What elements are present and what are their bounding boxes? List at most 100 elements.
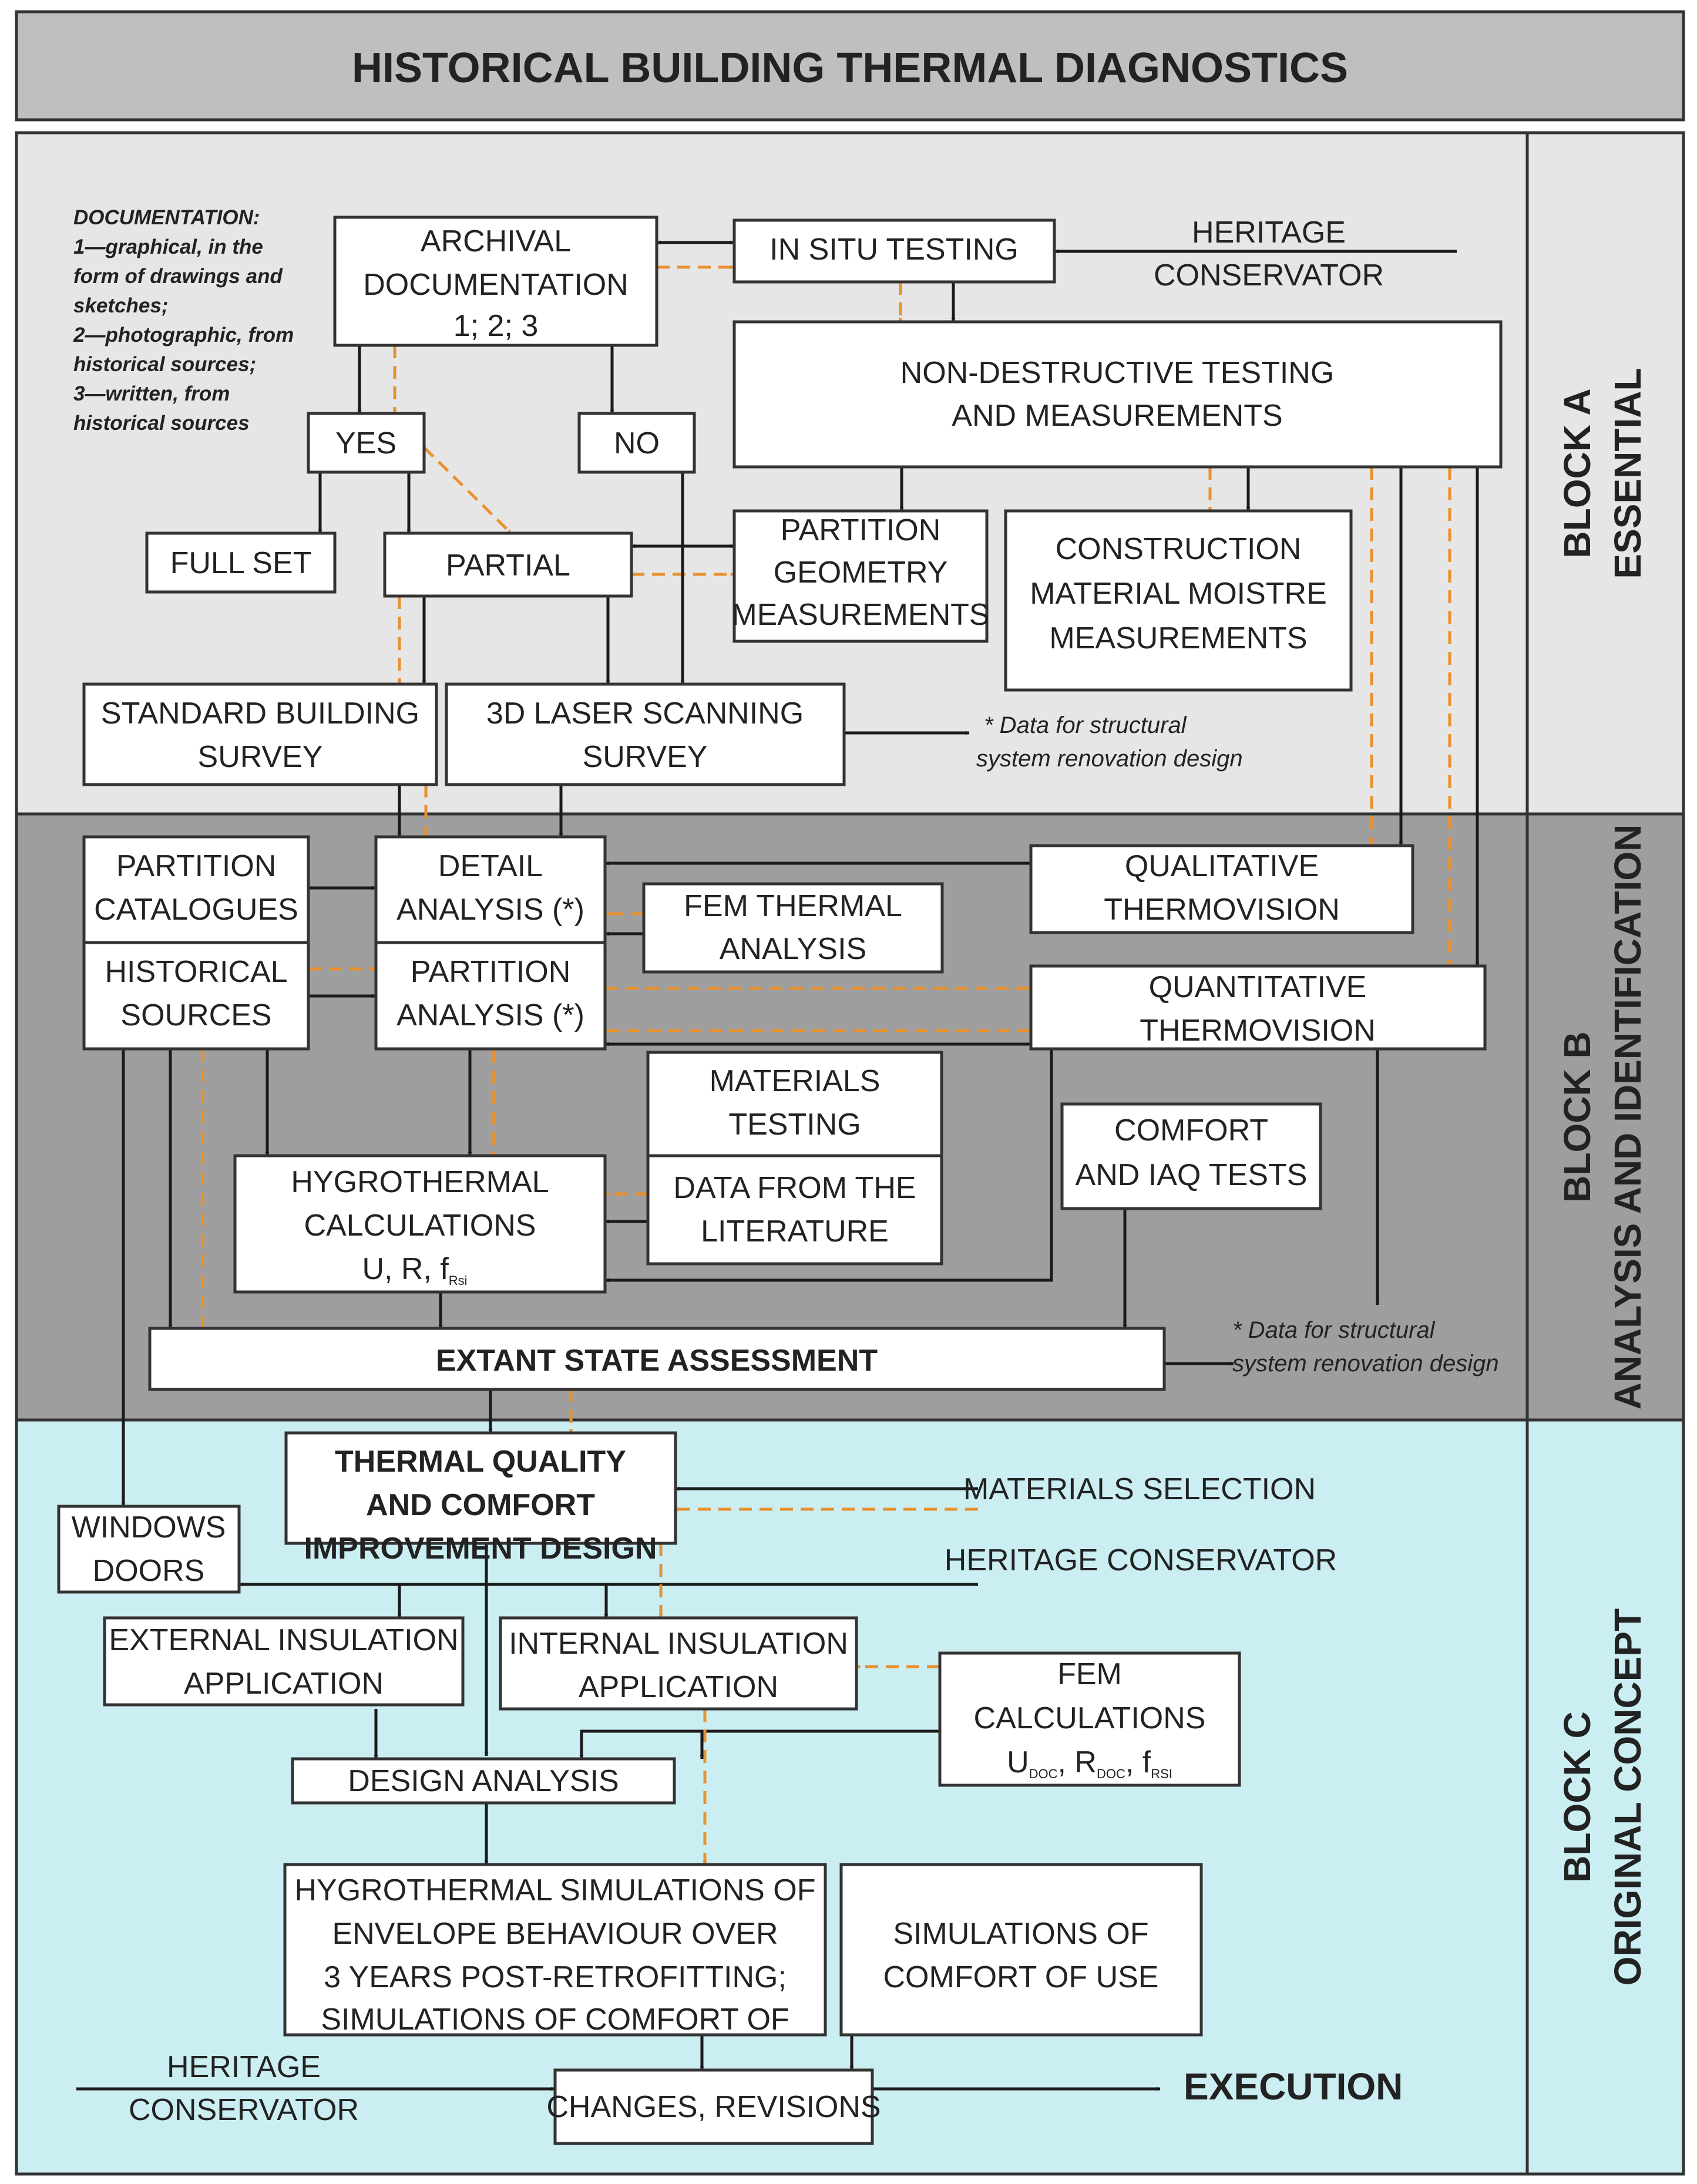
design-analysis-box: DESIGN ANALYSIS	[291, 1757, 676, 1805]
svg-text:ANALYSIS (*): ANALYSIS (*)	[396, 893, 584, 927]
svg-text:BLOCK A: BLOCK A	[1556, 388, 1598, 558]
svg-text:MEASUREMENTS: MEASUREMENTS	[731, 598, 989, 632]
svg-text:system renovation design: system renovation design	[1232, 1351, 1499, 1377]
svg-text:GEOMETRY: GEOMETRY	[774, 556, 948, 590]
svg-text:1—graphical, in the: 1—graphical, in the	[73, 235, 263, 258]
svg-text:MATERIAL MOISTRE: MATERIAL MOISTRE	[1030, 577, 1327, 611]
svg-text:IN SITU TESTING: IN SITU TESTING	[769, 233, 1019, 267]
svg-text:3—written, from: 3—written, from	[73, 382, 230, 405]
svg-text:NON-DESTRUCTIVE TESTING: NON-DESTRUCTIVE TESTING	[900, 356, 1335, 390]
structural-data-note-a: * Data for structural system renovation …	[976, 712, 1243, 772]
hygrothermal-formula: U, R, f	[362, 1252, 449, 1286]
block-c-label: BLOCK C ORIGINAL CONCEPT	[1556, 1608, 1649, 1986]
svg-text:UDOC, RDOC, fRSI: UDOC, RDOC, fRSI	[1007, 1745, 1172, 1781]
svg-text:THERMOVISION: THERMOVISION	[1140, 1014, 1376, 1048]
svg-text:PARTITION: PARTITION	[411, 955, 571, 989]
fem-formula-f: , f	[1125, 1745, 1151, 1779]
comfort-simulations-box: SIMULATIONS OF COMFORT OF USE	[839, 1863, 1203, 2037]
data-from-literature-box: DATA FROM THE LITERATURE	[646, 1154, 943, 1266]
hygrothermal-formula-subscript: Rsi	[449, 1273, 468, 1288]
svg-text:ANALYSIS AND IDENTIFICATION: ANALYSIS AND IDENTIFICATION	[1607, 825, 1649, 1410]
windows-doors-box: WINDOWS DOORS	[57, 1505, 241, 1594]
svg-text:CONSTRUCTION: CONSTRUCTION	[1056, 532, 1302, 566]
flow-connectors	[76, 240, 1480, 2091]
svg-text:SIMULATIONS OF: SIMULATIONS OF	[893, 1917, 1148, 1951]
svg-text:ANALYSIS (*): ANALYSIS (*)	[396, 998, 584, 1032]
svg-text:THERMAL QUALITY: THERMAL QUALITY	[335, 1445, 626, 1479]
svg-text:* Data for structural: * Data for structural	[984, 712, 1187, 738]
fem-formula-r: , R	[1058, 1745, 1097, 1779]
in-situ-testing-box: IN SITU TESTING	[732, 218, 1056, 284]
svg-text:ANALYSIS: ANALYSIS	[720, 932, 866, 966]
svg-text:QUALITATIVE: QUALITATIVE	[1125, 849, 1319, 883]
hygrothermal-simulations-box: HYGROTHERMAL SIMULATIONS OF ENVELOPE BEH…	[283, 1863, 827, 2037]
construction-moisture-box: CONSTRUCTION MATERIAL MOISTRE MEASUREMEN…	[1004, 509, 1353, 692]
svg-text:YES: YES	[335, 426, 396, 460]
no-box: NO	[577, 412, 696, 474]
partition-analysis-box: PARTITION ANALYSIS (*)	[374, 941, 607, 1051]
svg-text:1; 2; 3: 1; 2; 3	[453, 309, 539, 343]
svg-text:sketches;: sketches;	[73, 294, 168, 317]
svg-text:DETAIL: DETAIL	[438, 849, 543, 883]
svg-text:U, R, fRsi: U, R, fRsi	[362, 1252, 467, 1288]
internal-insulation-box: INTERNAL INSULATION APPLICATION	[499, 1616, 858, 1711]
svg-text:TESTING: TESTING	[728, 1108, 861, 1142]
svg-text:2—photographic, from: 2—photographic, from	[73, 324, 294, 346]
svg-text:DOCUMENTATION:: DOCUMENTATION:	[73, 206, 260, 229]
svg-text:STANDARD BUILDING: STANDARD BUILDING	[101, 696, 419, 731]
svg-text:QUANTITATIVE: QUANTITATIVE	[1149, 970, 1367, 1004]
documentation-legend: DOCUMENTATION: 1—graphical, in the form …	[73, 206, 294, 435]
laser-scanning-survey-box: 3D LASER SCANNING SURVEY	[445, 682, 846, 786]
svg-text:ORIGINAL CONCEPT: ORIGINAL CONCEPT	[1607, 1608, 1649, 1986]
fem-formula-f-subscript: RSI	[1151, 1766, 1172, 1781]
svg-text:COMFORT OF USE: COMFORT OF USE	[883, 1960, 1159, 1994]
svg-text:EXECUTION: EXECUTION	[1184, 2065, 1403, 2108]
svg-text:ARCHIVAL: ARCHIVAL	[421, 224, 571, 258]
svg-text:WINDOWS: WINDOWS	[72, 1510, 226, 1544]
svg-text:BLOCK B: BLOCK B	[1556, 1031, 1598, 1203]
heritage-conservator-c2-label: HERITAGE CONSERVATOR	[129, 2050, 359, 2127]
svg-text:MATERIALS SELECTION: MATERIALS SELECTION	[963, 1472, 1316, 1506]
hygrothermal-calculations-box: HYGROTHERMAL CALCULATIONS U, R, fRsi	[233, 1154, 607, 1294]
full-set-box: FULL SET	[145, 531, 337, 594]
svg-text:HERITAGE CONSERVATOR: HERITAGE CONSERVATOR	[945, 1543, 1337, 1577]
heritage-conservator-a-label: HERITAGE CONSERVATOR	[1154, 216, 1384, 292]
svg-text:FULL SET: FULL SET	[170, 546, 312, 580]
svg-text:CALCULATIONS: CALCULATIONS	[304, 1209, 536, 1243]
svg-text:SURVEY: SURVEY	[198, 740, 323, 774]
archival-documentation-box: ARCHIVAL DOCUMENTATION 1; 2; 3	[333, 216, 658, 347]
fem-formula-u: U	[1007, 1745, 1029, 1779]
svg-text:IMPROVEMENT DESIGN: IMPROVEMENT DESIGN	[304, 1532, 657, 1566]
standard-building-survey-box: STANDARD BUILDING SURVEY	[82, 682, 438, 786]
svg-text:SURVEY: SURVEY	[583, 740, 708, 774]
extant-state-assessment-box: EXTANT STATE ASSESSMENT	[148, 1327, 1166, 1391]
svg-text:form of drawings and: form of drawings and	[73, 265, 283, 288]
partial-box: PARTIAL	[383, 531, 633, 598]
svg-text:PARTITION: PARTITION	[781, 513, 941, 547]
svg-text:HYGROTHERMAL: HYGROTHERMAL	[291, 1165, 549, 1199]
svg-text:* Data for structural: * Data for structural	[1232, 1317, 1436, 1343]
structural-data-note-b: * Data for structural system renovation …	[1232, 1317, 1499, 1377]
svg-text:COMFORT: COMFORT	[1114, 1113, 1268, 1147]
fem-calculations-box: FEM CALCULATIONS UDOC, RDOC, fRSI	[938, 1651, 1241, 1787]
svg-text:AND MEASUREMENTS: AND MEASUREMENTS	[952, 399, 1282, 433]
execution-label: EXECUTION	[1184, 2065, 1403, 2108]
svg-text:HERITAGE: HERITAGE	[167, 2050, 321, 2084]
svg-text:THERMOVISION: THERMOVISION	[1104, 893, 1340, 927]
non-destructive-testing-box: NON-DESTRUCTIVE TESTING AND MEASUREMENTS	[732, 320, 1503, 469]
svg-text:3 YEARS POST-RETROFITTING;: 3 YEARS POST-RETROFITTING;	[324, 1960, 787, 1994]
svg-text:HERITAGE: HERITAGE	[1192, 216, 1346, 250]
svg-text:PARTITION: PARTITION	[116, 849, 277, 883]
diagram-title: HISTORICAL BUILDING THERMAL DIAGNOSTICS	[352, 45, 1348, 92]
svg-text:LITERATURE: LITERATURE	[701, 1214, 889, 1249]
fem-formula-u-subscript: DOC	[1029, 1766, 1058, 1781]
fem-thermal-analysis-box: FEM THERMAL ANALYSIS	[642, 882, 944, 974]
svg-text:AND IAQ TESTS: AND IAQ TESTS	[1076, 1158, 1308, 1192]
yes-box: YES	[307, 412, 426, 474]
svg-text:historical sources;: historical sources;	[73, 353, 256, 376]
svg-text:EXTERNAL INSULATION: EXTERNAL INSULATION	[109, 1623, 458, 1657]
svg-text:MATERIALS: MATERIALS	[710, 1064, 881, 1098]
svg-text:FEM THERMAL: FEM THERMAL	[684, 889, 902, 923]
svg-text:MEASUREMENTS: MEASUREMENTS	[1049, 621, 1307, 655]
block-a-label: BLOCK A ESSENTIAL	[1556, 368, 1649, 578]
